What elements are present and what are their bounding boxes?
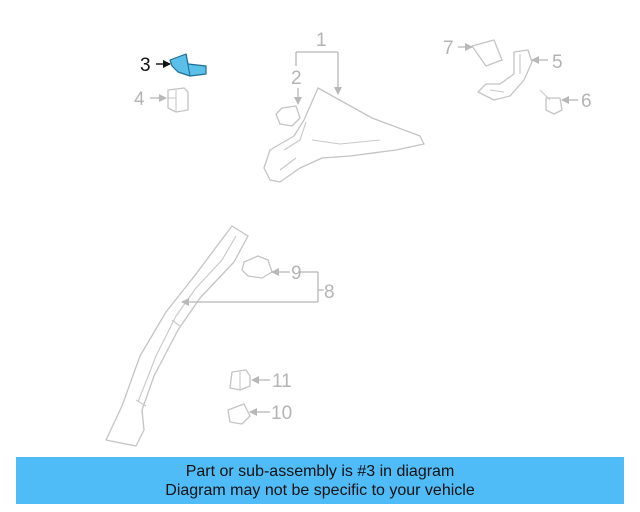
callout-3[interactable]: 3 (140, 55, 151, 76)
part-2-clip[interactable] (275, 105, 301, 127)
part-9-clip[interactable] (241, 255, 273, 279)
part-5-bracket[interactable] (477, 49, 533, 101)
callout-7[interactable]: 7 (443, 38, 454, 59)
part-1-pillar-trim[interactable] (263, 87, 425, 183)
callout-1[interactable]: 1 (316, 30, 327, 51)
callout-4[interactable]: 4 (134, 89, 145, 110)
part-4-retainer[interactable] (167, 87, 189, 113)
callout-8[interactable]: 8 (324, 282, 335, 303)
part-6-bolt[interactable] (539, 89, 563, 115)
callout-5[interactable]: 5 (552, 52, 563, 73)
callout-2[interactable]: 2 (291, 68, 302, 89)
callout-9[interactable]: 9 (291, 263, 302, 284)
part-8-pillar-trim[interactable] (105, 225, 249, 447)
banner-line-part: Part or sub-assembly is #3 in diagram (185, 462, 455, 480)
info-banner: Part or sub-assembly is #3 in diagram Di… (16, 457, 624, 504)
callout-6[interactable]: 6 (581, 91, 592, 112)
callout-11[interactable]: 11 (272, 371, 292, 392)
part-7-bracket[interactable] (471, 39, 503, 67)
banner-line-disclaimer: Diagram may not be specific to your vehi… (165, 481, 475, 499)
part-3-clip[interactable] (169, 53, 207, 77)
part-10-clip[interactable] (227, 403, 251, 425)
callout-10[interactable]: 10 (271, 403, 292, 424)
part-11-retainer[interactable] (229, 369, 251, 391)
